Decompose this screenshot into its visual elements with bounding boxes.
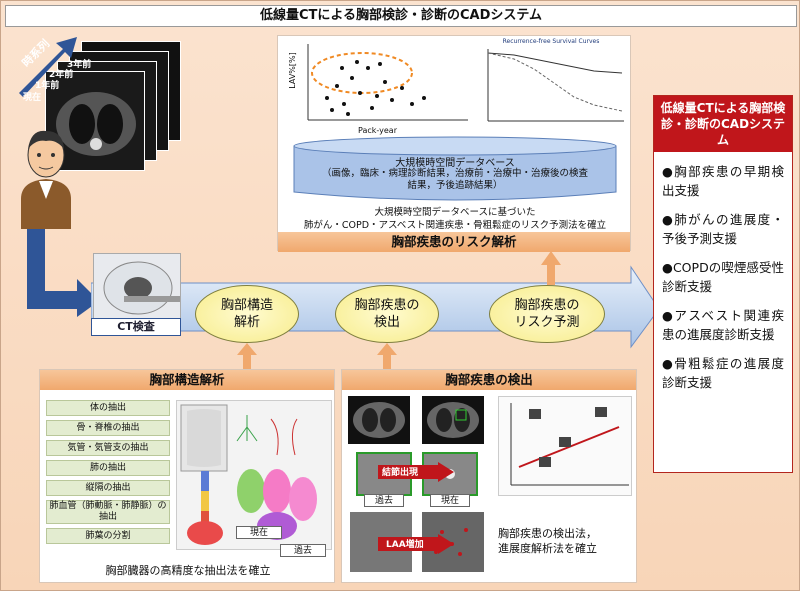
year-label: 1年前	[35, 81, 60, 91]
survival-chart-title: Recurrence-free Survival Curves	[502, 38, 600, 45]
timeline-arrow	[11, 33, 81, 103]
risk-caption-line2: 肺がん・COPD・アスベスト関連疾患・骨粗鬆症のリスク予測法を確立	[303, 220, 607, 231]
patient-to-ct-arrow	[21, 229, 101, 319]
step-structure-analysis: 胸部構造 解析	[195, 285, 299, 343]
detection-caption: 胸部疾患の検出法， 進展度解析法を確立	[498, 527, 597, 555]
organ-segmentation-images	[176, 400, 332, 550]
lav-scatter-chart	[282, 38, 472, 136]
structure-caption: 胸部臓器の高精度な抽出法を確立	[105, 564, 271, 577]
patient-illustration	[11, 119, 81, 231]
structure-item: 肺葉の分割	[46, 528, 170, 544]
structure-item: 骨・脊椎の抽出	[46, 420, 170, 436]
ct-now-image	[422, 396, 484, 444]
structure-item: 体の抽出	[46, 400, 170, 416]
survival-curve-chart: Recurrence-free Survival Curves	[474, 38, 628, 134]
summary-item: ●胸部疾患の早期検出支援	[662, 164, 784, 198]
laa-increase-arrow	[378, 534, 454, 554]
nodule-appear-arrow	[378, 462, 454, 482]
structure-item: 肺血管（肺動脈・肺静脈）の抽出	[46, 500, 170, 524]
summary-item: ●アスベスト関連疾患の進展度診断支援	[662, 308, 784, 342]
summary-item: ●COPDの喫煙感受性診断支援	[662, 260, 784, 294]
structure-analysis-header: 胸部構造解析	[40, 370, 334, 390]
risk-analysis-header: 胸部疾患のリスク解析	[278, 232, 630, 252]
structure-item: 気管・気管支の抽出	[46, 440, 170, 456]
laa-increase-label: LAA増加	[386, 540, 424, 550]
step-risk-prediction: 胸部疾患の リスク予測	[489, 285, 605, 343]
database-cylinder	[292, 136, 618, 202]
y-axis-label: LAV%[%]	[287, 52, 297, 89]
summary-item: ●肺がんの進展度・予後予測支援	[662, 212, 784, 246]
connector-detection	[377, 343, 397, 371]
ct-past-image	[348, 396, 410, 444]
disease-detection-header: 胸部疾患の検出	[342, 370, 636, 390]
step-disease-detection: 胸部疾患の 検出	[335, 285, 439, 343]
database-title: 大規模時空間データベース	[395, 158, 515, 169]
step-label: 胸部構造 解析	[220, 298, 273, 330]
x-axis-label: Pack-year	[358, 126, 397, 135]
page-title: 低線量CTによる胸部検診・診断のCADシステム	[5, 5, 797, 27]
image-tag-past: 過去	[364, 494, 404, 507]
year-label: 2年前	[49, 70, 74, 80]
connector-structure	[237, 343, 257, 371]
year-label: 3年前	[67, 60, 92, 70]
ct-scanner-image	[93, 253, 181, 321]
detection-scatter-chart	[498, 396, 632, 496]
image-tag-now: 現在	[430, 494, 470, 507]
risk-caption-line1: 大規模時空間データベースに基づいた	[374, 207, 536, 218]
year-label: 現在	[23, 93, 42, 103]
ct-exam-label: CT検査	[91, 318, 181, 336]
step-label: 胸部疾患の 検出	[354, 298, 420, 330]
cad-system-summary: 低線量CTによる胸部検診・診断のCADシステム ●胸部疾患の早期検出支援 ●肺が…	[653, 95, 793, 473]
nodule-appear-label: 結節出現	[382, 468, 419, 478]
summary-item: ●骨粗鬆症の進展度診断支援	[662, 356, 784, 390]
image-tag-now: 現在	[236, 526, 282, 539]
structure-item: 縦隔の抽出	[46, 480, 170, 496]
risk-analysis-panel: LAV%[%] Pack-year Recurrence-free Surviv…	[277, 35, 631, 252]
summary-header: 低線量CTによる胸部検診・診断のCADシステム	[654, 96, 792, 152]
image-tag-past: 過去	[280, 544, 326, 557]
structure-analysis-panel: 胸部構造解析 体の抽出 骨・脊椎の抽出 気管・気管支の抽出 肺の抽出 縦隔の抽出…	[39, 369, 335, 583]
database-description: （画像，臨床・病理診断結果，治療前・治療中・治療後の検査結果，予後追跡結果）	[321, 168, 588, 191]
disease-detection-panel: 胸部疾患の検出 結節出現 過去 現在 LAA増加	[341, 369, 637, 583]
connector-risk	[541, 251, 561, 285]
structure-item: 肺の抽出	[46, 460, 170, 476]
step-label: 胸部疾患の リスク予測	[514, 298, 580, 330]
